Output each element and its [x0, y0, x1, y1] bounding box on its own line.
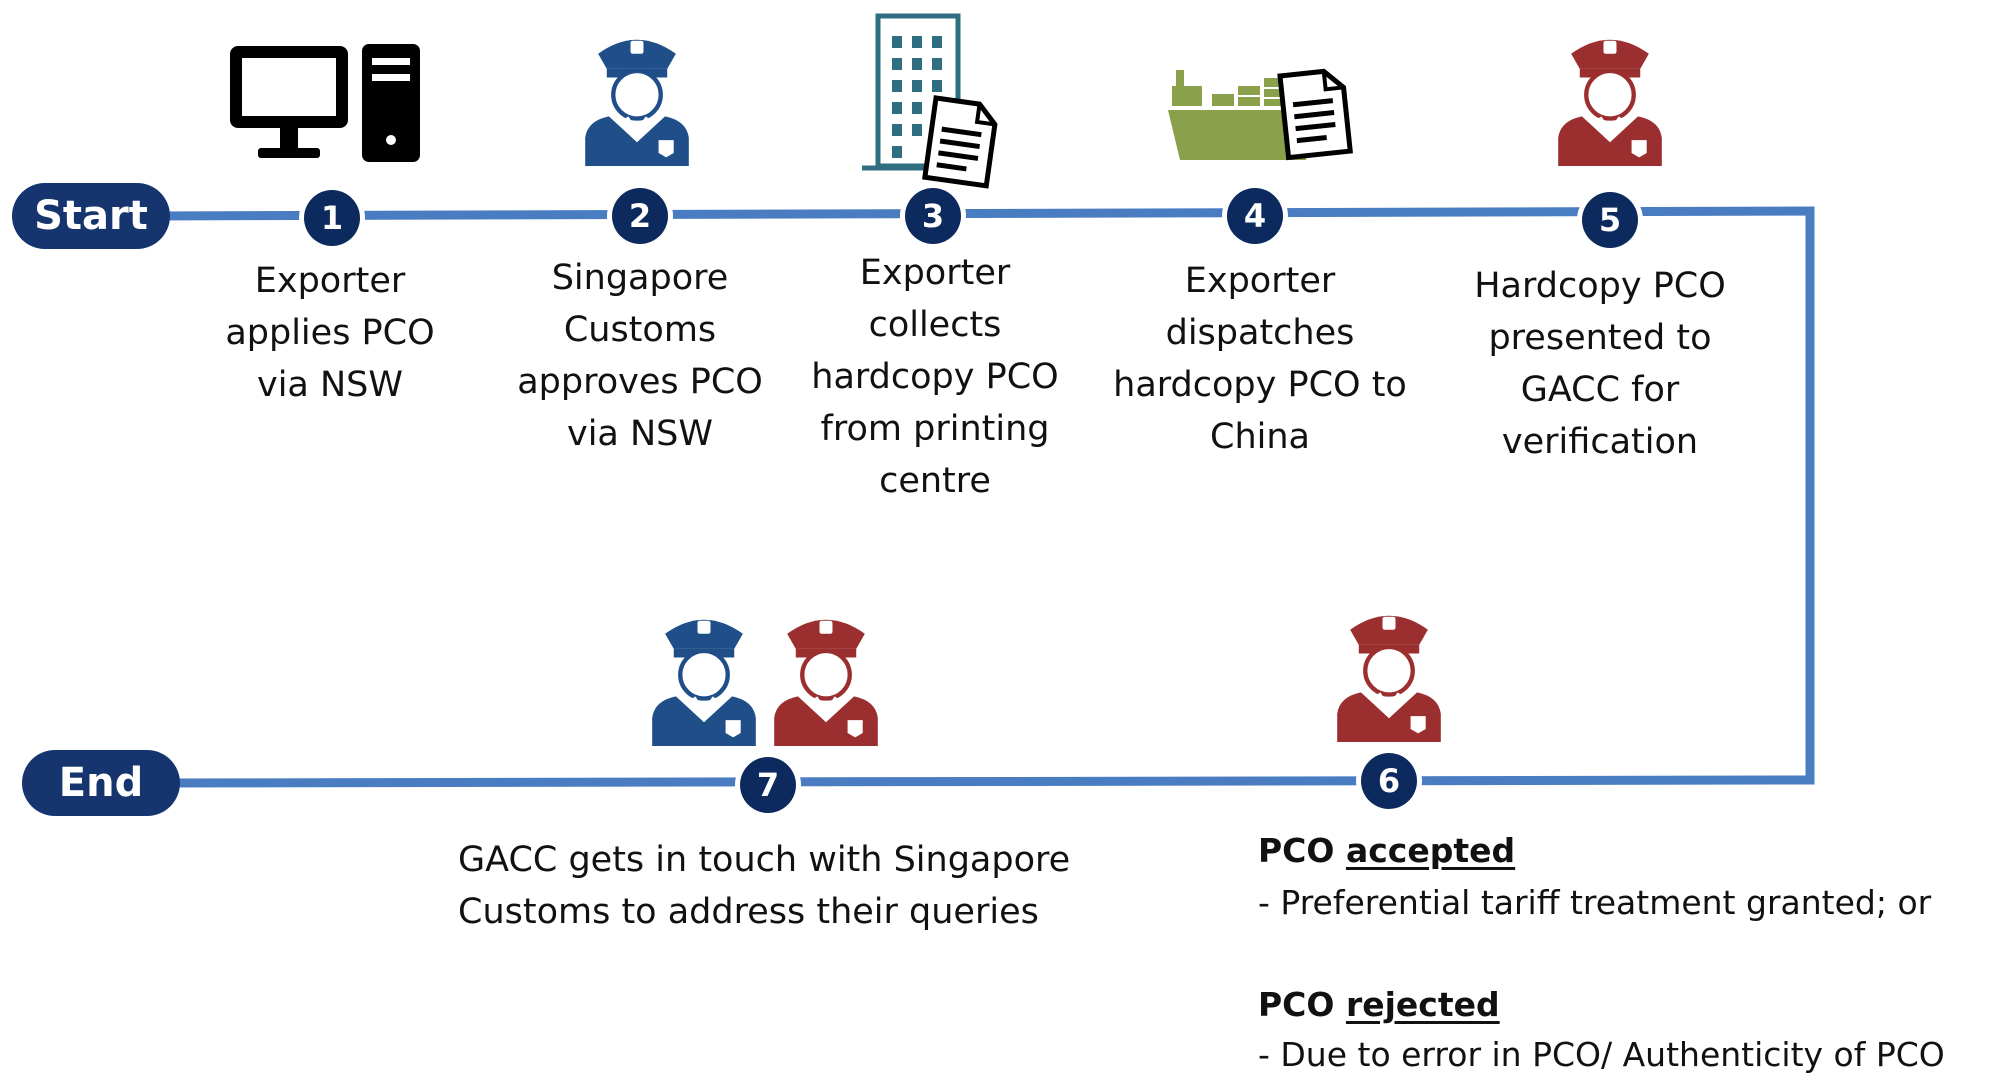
outcome-prefix: PCO — [1258, 985, 1346, 1024]
singapore-customs-officer-icon — [652, 619, 756, 746]
cargo-ship-document-icon — [1168, 68, 1353, 161]
start-pill: Start — [12, 183, 170, 249]
pco-rejected-detail: - Due to error in PCO/ Authenticity of P… — [1258, 1035, 1945, 1074]
step-number-7: 7 — [740, 757, 796, 813]
step-5-label: Hardcopy PCO presented to GACC for verif… — [1474, 266, 1726, 462]
printing-centre-building-icon — [862, 13, 998, 189]
singapore-customs-officer-icon — [585, 39, 689, 166]
gacc-officer-icon — [774, 619, 878, 746]
computer-icon — [230, 44, 420, 162]
accepted-status: accepted — [1345, 831, 1516, 870]
end-pill: End — [22, 750, 180, 816]
pco-accepted-detail: - Preferential tariff treatment granted;… — [1258, 883, 1932, 922]
gacc-officer-icon — [1337, 615, 1441, 742]
step-number-6: 6 — [1361, 753, 1417, 809]
gacc-officer-icon — [1558, 39, 1662, 166]
rejected-status: rejected — [1345, 985, 1500, 1024]
step-number-3: 3 — [905, 188, 961, 244]
officers-pair-icon — [650, 610, 885, 748]
step-4-label: Exporter dispatches hardcopy PCO to Chin… — [1113, 261, 1407, 457]
flow-connector-line — [149, 206, 1815, 788]
step-number-4: 4 — [1227, 188, 1283, 244]
step-number-1: 1 — [304, 190, 360, 246]
step-3-label: Exporter collects hardcopy PCO from prin… — [811, 253, 1059, 501]
step-2-label: Singapore Customs approves PCO via NSW — [517, 258, 763, 454]
step-number-2: 2 — [612, 188, 668, 244]
step-7-label: GACC gets in touch with Singapore Custom… — [458, 840, 1071, 932]
step-number-5: 5 — [1582, 192, 1638, 248]
pco-accepted-heading: PCO accepted — [1258, 826, 1515, 876]
outcome-prefix: PCO — [1258, 831, 1346, 870]
pco-rejected-heading: PCO rejected — [1258, 980, 1500, 1030]
step-1-label: Exporter applies PCO via NSW — [225, 261, 435, 405]
